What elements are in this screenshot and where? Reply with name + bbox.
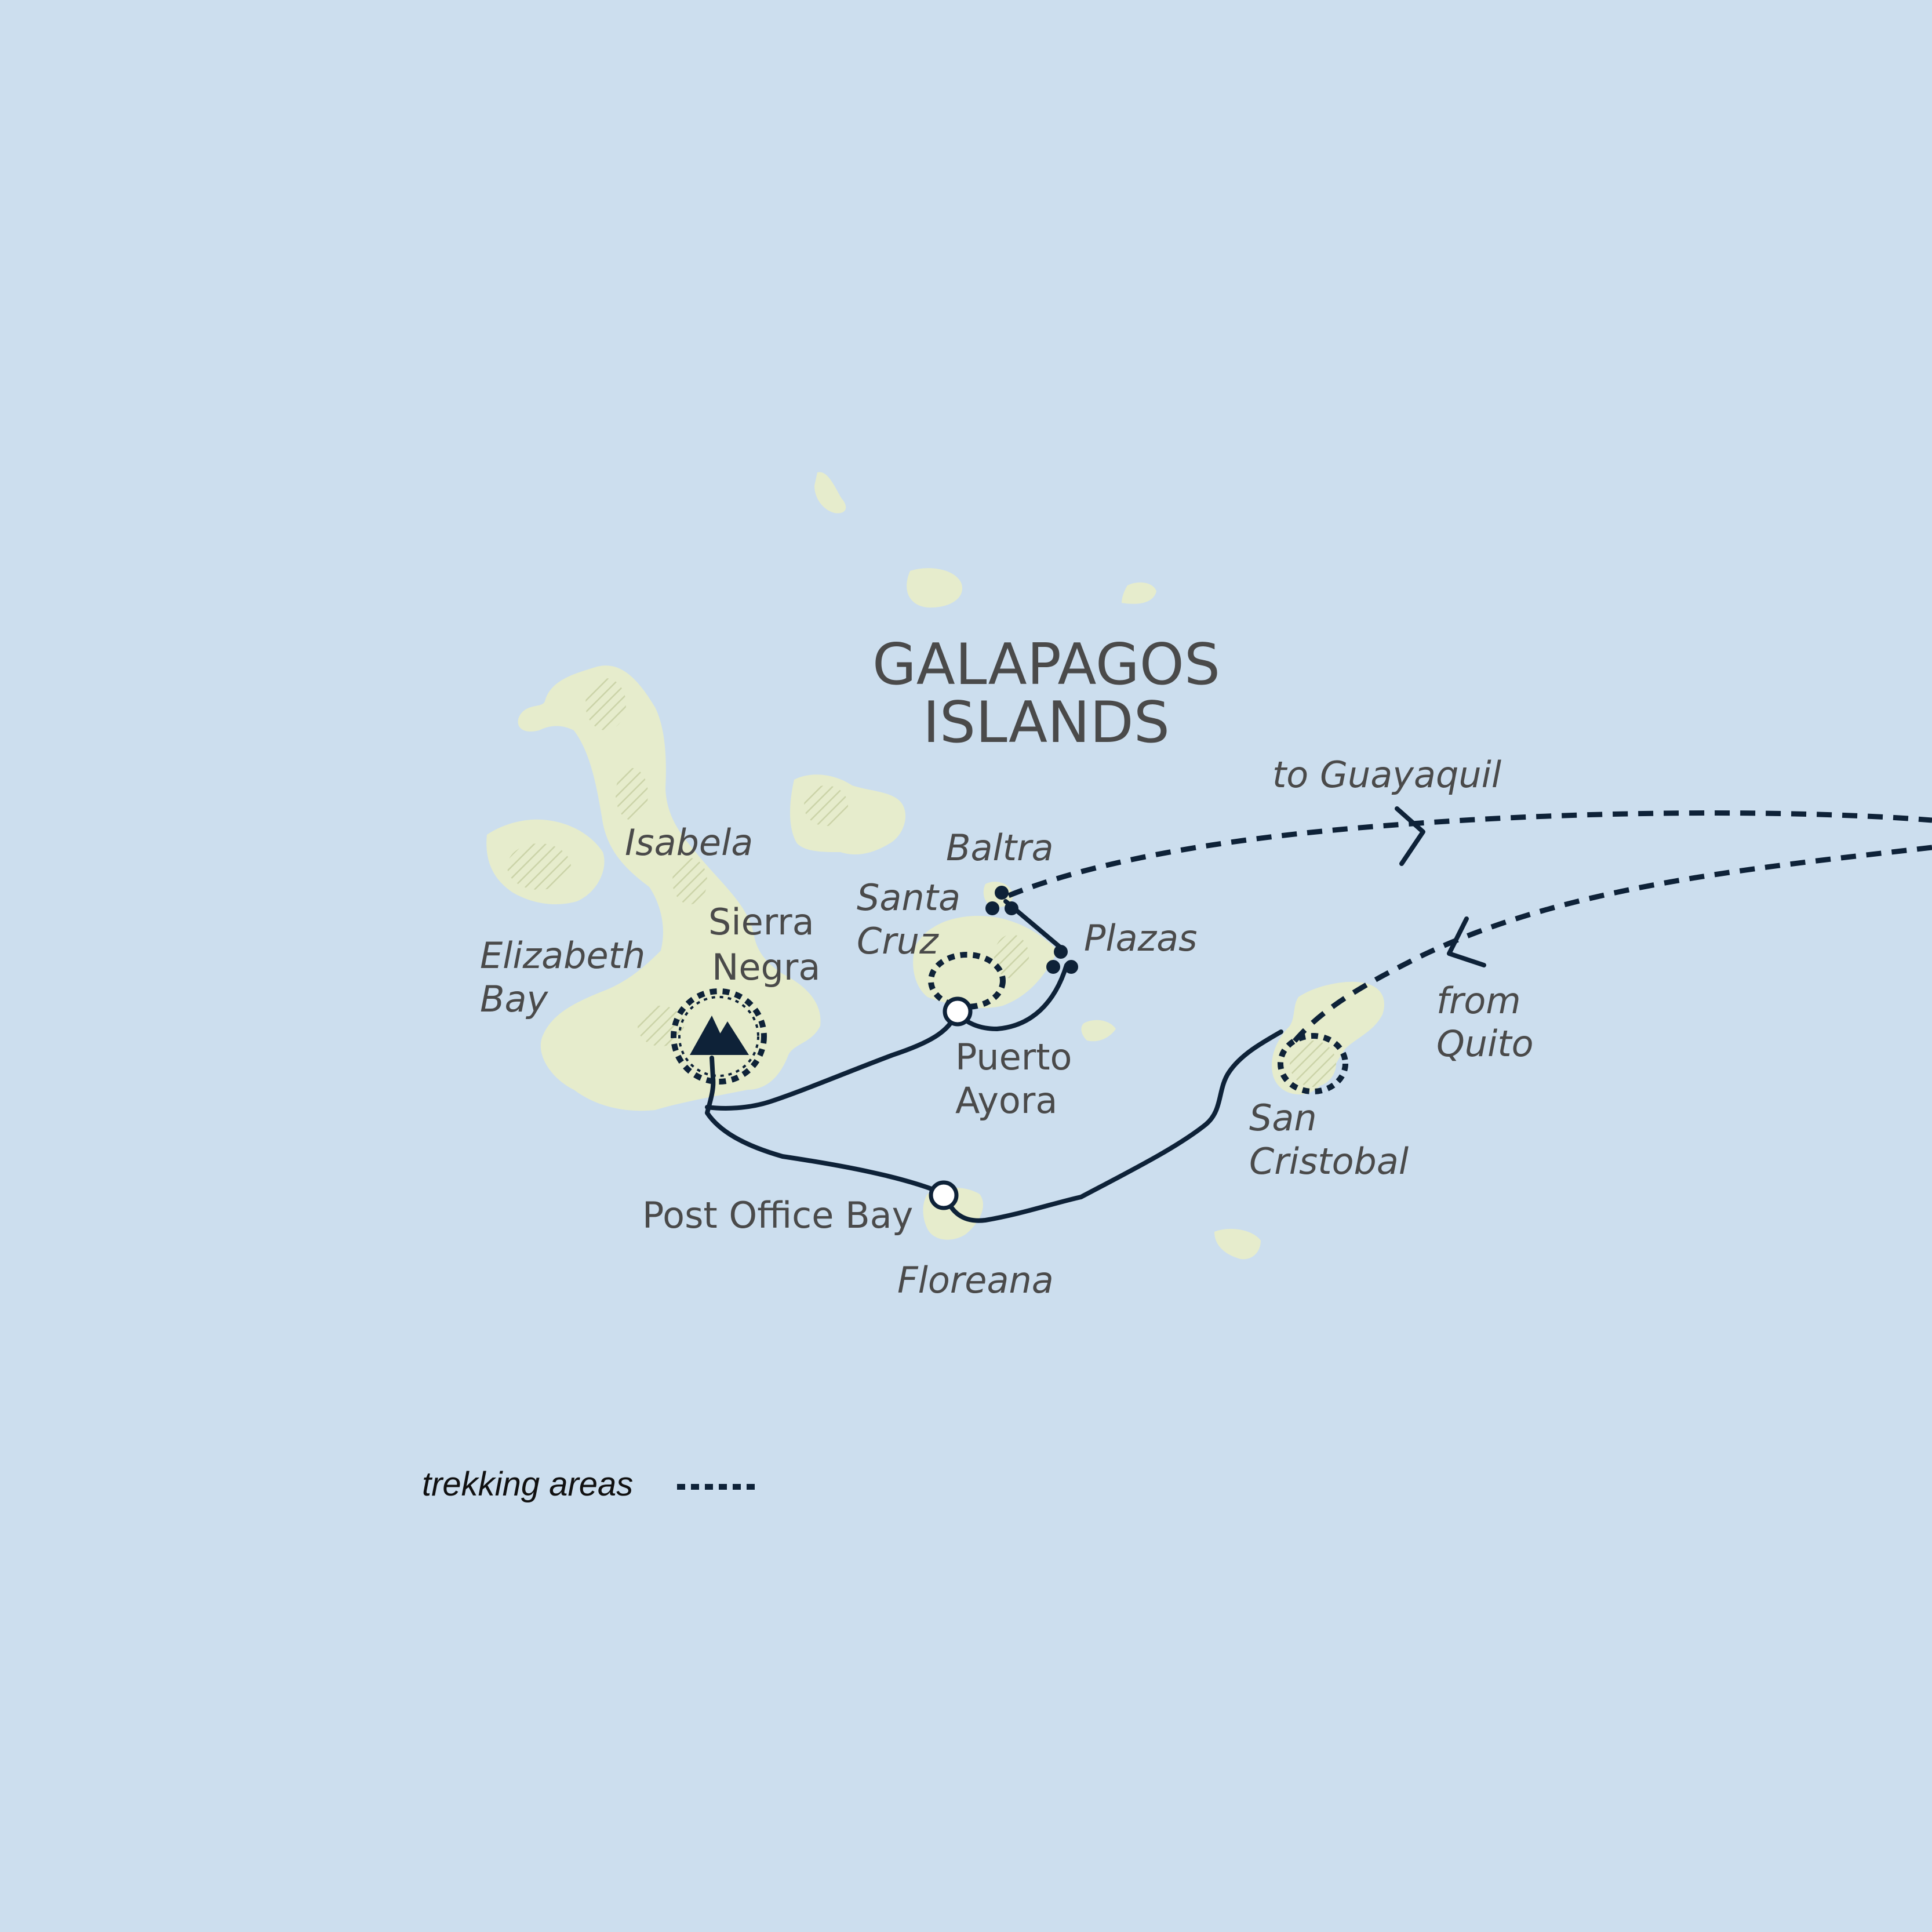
highland-santa-cruz xyxy=(994,934,1029,978)
label-puerto-ayora-1: Puerto xyxy=(955,1036,1072,1078)
route-plazas-puerto-ayora xyxy=(954,963,1069,1031)
map-title-line1: GALAPAGOS xyxy=(872,632,1220,698)
arrow-from-quito xyxy=(1447,916,1486,967)
label-san-cristobal-1: San xyxy=(1249,1097,1317,1139)
label-from-quito-2: Quito xyxy=(1436,1023,1534,1065)
legend: trekking areas xyxy=(422,1465,755,1503)
label-baltra: Baltra xyxy=(946,827,1054,869)
trek-sierra-negra xyxy=(671,988,767,1085)
label-from-quito-1: from xyxy=(1436,980,1521,1022)
highland-areas xyxy=(507,678,1336,1087)
island-small-east xyxy=(1081,1020,1116,1042)
route-floreana-san-cristobal xyxy=(943,1029,1283,1223)
label-san-cristobal-2: Cristobal xyxy=(1249,1140,1409,1183)
label-plazas: Plazas xyxy=(1084,917,1197,959)
label-to-guayaquil: to Guayaquil xyxy=(1272,754,1501,796)
plazas-dots-icon xyxy=(1046,945,1078,974)
label-puerto-ayora-2: Ayora xyxy=(955,1079,1057,1122)
arrow-to-guayaquil xyxy=(1395,806,1425,866)
highland-san-cristobal xyxy=(1290,1040,1336,1087)
volcano-icon xyxy=(690,1016,749,1055)
label-santa-cruz-1: Santa xyxy=(857,876,960,919)
highland-isabela-alcedo xyxy=(672,858,707,904)
markers xyxy=(690,886,1078,1210)
label-santa-cruz-2: Cruz xyxy=(857,920,939,962)
highland-santiago xyxy=(804,785,848,826)
label-elizabeth-bay-1: Elizabeth xyxy=(480,934,645,977)
label-elizabeth-bay-2: Bay xyxy=(480,978,549,1020)
route-sierra-negra xyxy=(705,1056,947,1196)
post-office-bay-stop-icon xyxy=(929,1180,959,1210)
puerto-ayora-stop-icon xyxy=(943,996,973,1027)
flight-routes xyxy=(1007,806,1932,1045)
highland-isabela-wolf xyxy=(616,768,648,820)
islands xyxy=(486,472,1385,1260)
island-north-islet xyxy=(814,472,846,514)
route-puerto-ayora-isabela xyxy=(705,1009,959,1111)
trek-sierra-negra-inner xyxy=(678,996,759,1077)
label-sierra-negra-2: Negra xyxy=(712,946,820,988)
label-post-office-bay: Post Office Bay xyxy=(642,1194,913,1236)
highland-isabela-south xyxy=(638,1006,684,1046)
highland-isabela-north xyxy=(585,678,626,730)
labels: GALAPAGOS ISLANDS Isabela Sierra Negra E… xyxy=(480,632,1534,1301)
map-title-line2: ISLANDS xyxy=(923,690,1170,756)
label-sierra-negra-1: Sierra xyxy=(708,901,814,943)
baltra-dots-icon xyxy=(985,886,1018,915)
island-genovesa xyxy=(1122,582,1156,604)
island-isabela xyxy=(518,665,821,1111)
flight-from-quito xyxy=(1290,845,1932,1045)
highland-fernandina xyxy=(507,843,571,890)
label-isabela: Isabela xyxy=(625,821,753,864)
flight-to-guayaquil xyxy=(1007,810,1932,898)
trek-santa-cruz xyxy=(928,952,1006,1010)
trekking-areas xyxy=(671,952,1348,1094)
island-espanola xyxy=(1214,1229,1261,1260)
island-marchena xyxy=(907,568,963,608)
trek-san-cristobal xyxy=(1278,1033,1348,1094)
legend-trekking-label: trekking areas xyxy=(422,1465,633,1503)
label-floreana: Floreana xyxy=(897,1259,1054,1301)
boat-route xyxy=(705,899,1283,1223)
